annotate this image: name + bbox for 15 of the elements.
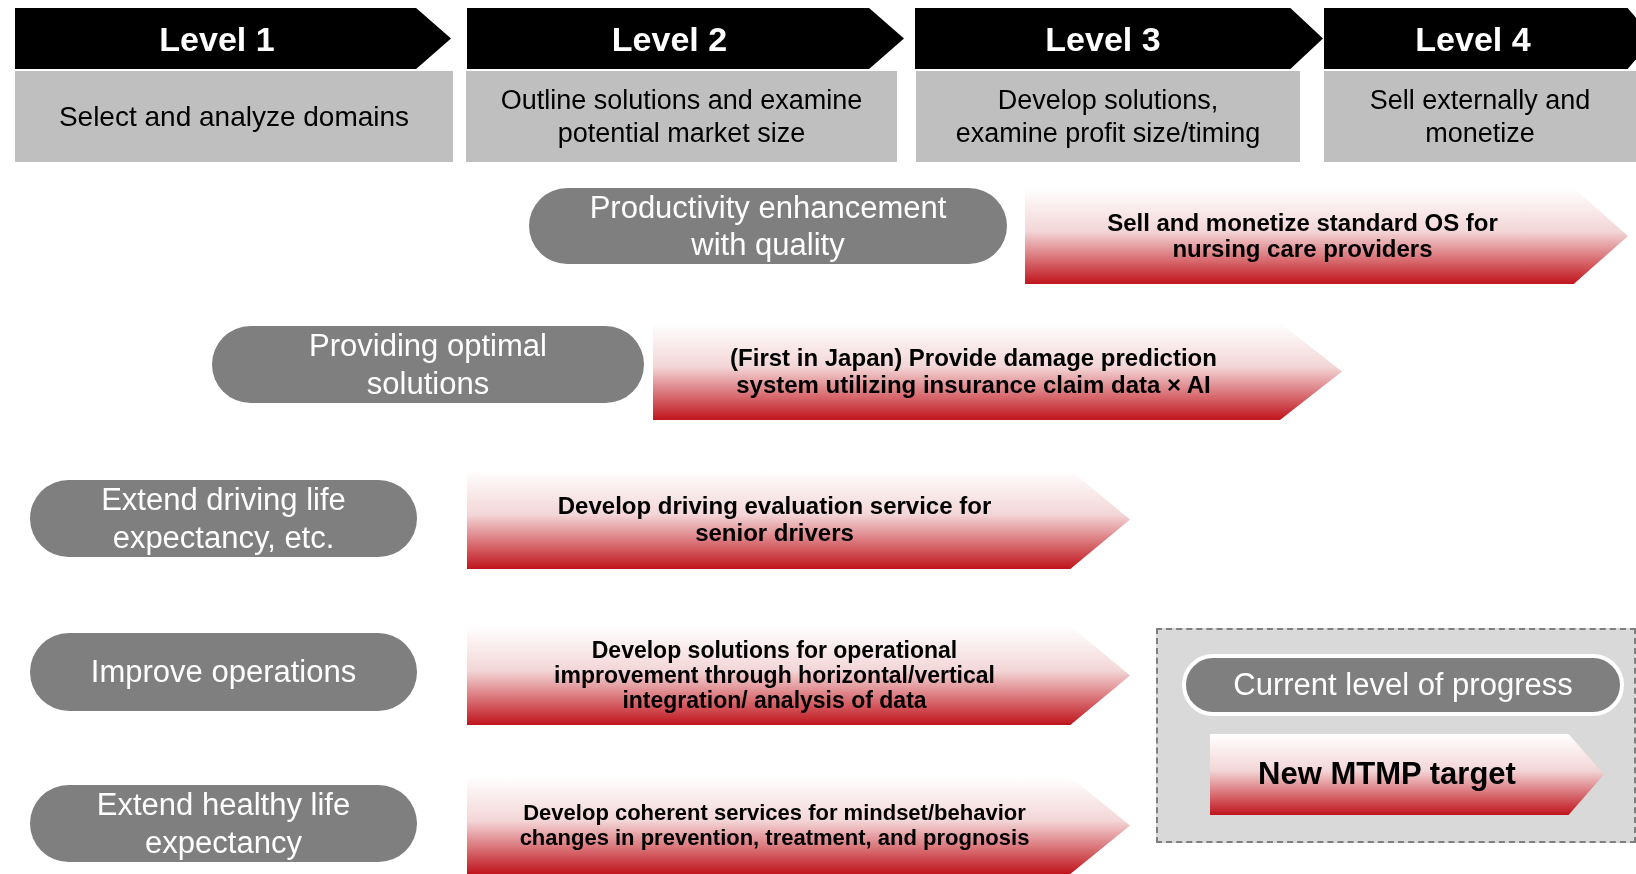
level-header-banner: Level 2 (467, 8, 904, 69)
level-description-box: Develop solutions, examine profit size/timing (916, 71, 1300, 162)
level-description-box: Select and analyze domains (15, 71, 453, 162)
level-header-banner: Level 4 (1324, 8, 1636, 69)
theme-pill: Providing optimal solutions (212, 326, 644, 403)
level-header-banner: Level 1 (15, 8, 451, 69)
theme-pill: Extend driving life expectancy, etc. (30, 480, 417, 557)
theme-pill: Extend healthy life expectancy (30, 785, 417, 862)
theme-pill: Improve operations (30, 633, 417, 711)
legend-target-sample: New MTMP target (1210, 734, 1604, 815)
level-description-box: Outline solutions and examine potential market size (466, 71, 897, 162)
level-description-box: Sell externally and monetize (1324, 71, 1636, 162)
theme-pill: Productivity enhancement with quality (529, 188, 1007, 264)
level-header-banner: Level 3 (915, 8, 1323, 69)
legend-pill-sample: Current level of progress (1182, 654, 1624, 716)
